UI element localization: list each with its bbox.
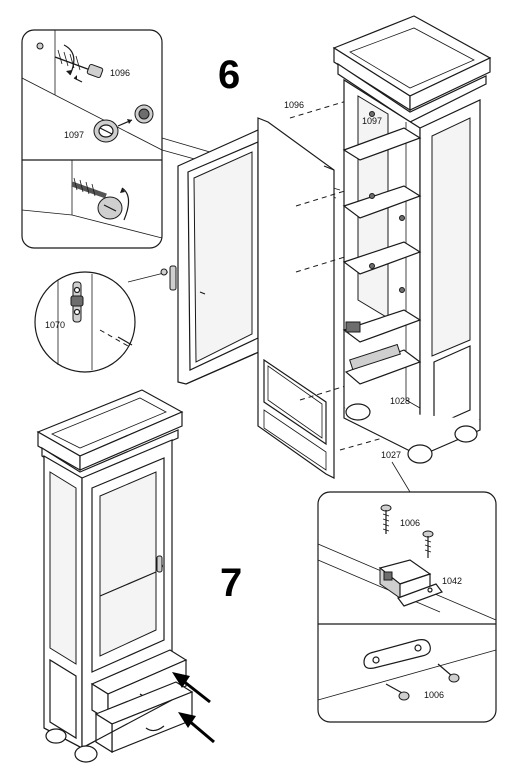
- leader-line: [391, 461, 411, 493]
- screw-1006-top-b: [422, 530, 434, 558]
- label-1097-inset: 1097: [64, 130, 84, 140]
- step-number-6: 6: [218, 53, 240, 97]
- cabinet-step6: [332, 15, 492, 464]
- step-number-7: 7: [220, 561, 242, 605]
- screw-1006-bottom-b: [437, 663, 460, 683]
- assembled-cam-bolt: [71, 177, 130, 221]
- hinge-part-small: [160, 265, 177, 291]
- label-1042: 1042: [442, 576, 462, 586]
- label-1006-bottom: 1006: [424, 690, 444, 700]
- label-1028: 1028: [390, 396, 410, 406]
- dashed-guide: [299, 383, 353, 401]
- push-arrow-top: [172, 672, 211, 704]
- magnetic-catch-1042: [378, 559, 443, 607]
- cam-bolt-1096: [54, 44, 104, 83]
- screw-1006-bottom-a: [385, 683, 410, 701]
- catch-plate: [363, 639, 431, 669]
- label-1070: 1070: [45, 320, 65, 330]
- push-arrow-bottom: [178, 712, 215, 744]
- magnetic-catch-inset: 1006 1042 1006: [317, 491, 497, 723]
- side-panel: [257, 117, 335, 479]
- dashed-guide: [295, 189, 349, 207]
- label-1097-main: 1097: [362, 116, 382, 126]
- dashed-guide: [339, 435, 391, 451]
- cabinet-step7: [36, 389, 215, 763]
- label-1006-top: 1006: [400, 518, 420, 528]
- cam-lock-1097: [93, 104, 154, 143]
- cam-lock-detail-inset: 1096 1097: [21, 29, 163, 249]
- glass-door: [177, 129, 269, 385]
- label-1027: 1027: [381, 450, 401, 460]
- screw-1006-top-a: [380, 504, 392, 534]
- dashed-guide: [289, 99, 351, 119]
- hinge-1070: [70, 281, 84, 323]
- label-1096-inset: 1096: [110, 68, 130, 78]
- hinge-detail-inset: 1070: [34, 271, 136, 373]
- drawer-bottom: [94, 681, 194, 754]
- dashed-guide: [295, 255, 349, 273]
- label-1096-main: 1096: [284, 100, 304, 110]
